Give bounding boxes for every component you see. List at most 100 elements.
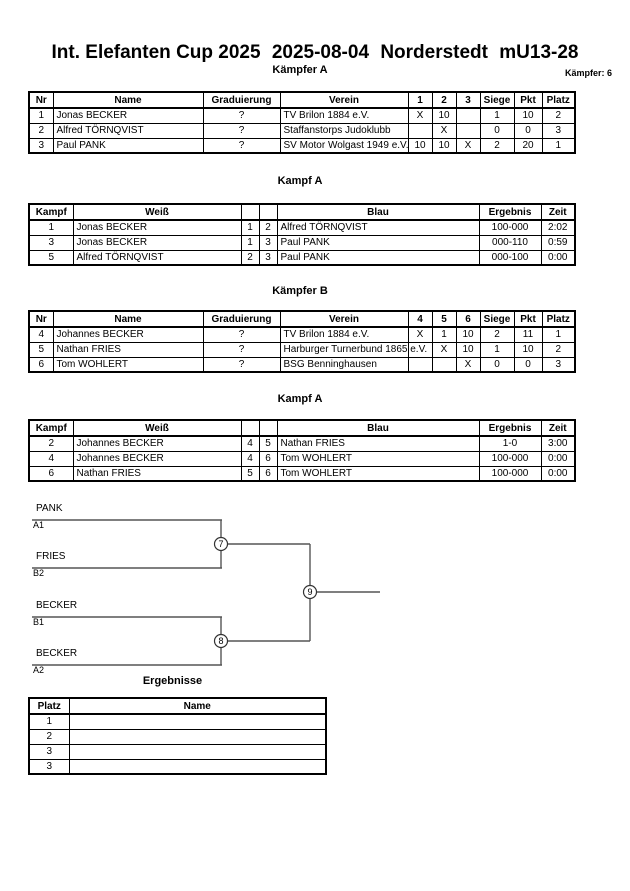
table-row: 2 Alfred TÖRNQVIST ? Staffanstorps Judok… xyxy=(28,122,576,139)
cell-siege: 2 xyxy=(479,137,515,154)
col-spacer-1 xyxy=(240,420,260,437)
cell-blau: Tom WOHLERT xyxy=(276,465,480,482)
col-verein: Verein xyxy=(279,92,409,109)
cell-ergebnis: 000-110 xyxy=(478,234,542,251)
col-spacer-1 xyxy=(240,204,260,221)
cell-platz: 3 xyxy=(541,356,576,373)
cell-pkt: 10 xyxy=(513,107,543,124)
table-row: 2 xyxy=(28,728,327,745)
cell-siege: 0 xyxy=(479,122,515,139)
cell-name xyxy=(68,728,327,745)
col-nr: Nr xyxy=(28,92,54,109)
cell-weiss-nr: 4 xyxy=(240,435,260,452)
results-header-row: Platz Name xyxy=(28,698,327,715)
col-name: Name xyxy=(52,311,204,328)
cell-match-6: 10 xyxy=(455,326,481,343)
cell-weiss: Johannes BECKER xyxy=(72,435,242,452)
bracket-slot-seed-2: B2 xyxy=(33,568,45,578)
bracket-slot-name-3: BECKER xyxy=(36,600,78,611)
cell-platz: 1 xyxy=(541,326,576,343)
col-match-3: 3 xyxy=(455,92,481,109)
cell-match-3: X xyxy=(455,137,481,154)
cell-verein: TV Brilon 1884 e.V. xyxy=(279,326,409,343)
cell-siege: 0 xyxy=(479,356,515,373)
cell-kampf: 2 xyxy=(28,435,74,452)
cell-name xyxy=(68,743,327,760)
col-match-4: 4 xyxy=(407,311,433,328)
cell-match-1: X xyxy=(407,107,433,124)
cell-platz: 2 xyxy=(541,341,576,358)
bracket-slot-seed-3: B1 xyxy=(33,617,45,627)
col-blau: Blau xyxy=(276,420,480,437)
event-name: Int. Elefanten Cup 2025 xyxy=(51,42,261,63)
cell-blau: Alfred TÖRNQVIST xyxy=(276,219,480,236)
cell-match-5: X xyxy=(431,341,457,358)
pool-a-table: Nr Name Graduierung Verein 1 2 3 Siege P… xyxy=(28,91,576,154)
cell-pkt: 11 xyxy=(513,326,543,343)
cell-blau-nr: 6 xyxy=(258,450,278,467)
cell-kampf: 1 xyxy=(28,219,74,236)
cell-ergebnis: 100-000 xyxy=(478,450,542,467)
cell-blau-nr: 3 xyxy=(258,249,278,266)
event-category: mU13-28 xyxy=(499,42,579,63)
cell-kampf: 3 xyxy=(28,234,74,251)
cell-weiss: Nathan FRIES xyxy=(72,465,242,482)
bracket-node-8: 8 xyxy=(218,636,224,646)
col-spacer-2 xyxy=(258,420,278,437)
pool-b-header-row: Nr Name Graduierung Verein 4 5 6 Siege P… xyxy=(28,311,576,328)
col-ergebnis: Ergebnis xyxy=(478,420,542,437)
cell-pkt: 20 xyxy=(513,137,543,154)
col-kampf: Kampf xyxy=(28,204,74,221)
cell-ergebnis: 1-0 xyxy=(478,435,542,452)
cell-platz: 3 xyxy=(28,758,70,775)
cell-zeit: 0:00 xyxy=(540,249,576,266)
cell-match-2: 10 xyxy=(431,137,457,154)
cell-weiss: Johannes BECKER xyxy=(72,450,242,467)
cell-zeit: 3:00 xyxy=(540,435,576,452)
pool-b-table: Nr Name Graduierung Verein 4 5 6 Siege P… xyxy=(28,310,576,373)
bracket-slot-name-4: BECKER xyxy=(36,648,78,659)
pool-b-caption: Kämpfer B xyxy=(272,285,328,297)
cell-weiss-nr: 2 xyxy=(240,249,260,266)
bracket-slot-seed-4: A2 xyxy=(33,665,45,675)
cell-nr: 2 xyxy=(28,122,54,139)
kampf-a1-table: Kampf Weiß Blau Ergebnis Zeit 1 Jonas BE… xyxy=(28,203,576,266)
table-row: 6 Tom WOHLERT ? BSG Benninghausen X 0 0 … xyxy=(28,356,576,373)
cell-zeit: 2:02 xyxy=(540,219,576,236)
table-row: 3 xyxy=(28,758,327,775)
cell-match-6: 10 xyxy=(455,341,481,358)
cell-weiss-nr: 1 xyxy=(240,234,260,251)
cell-nr: 5 xyxy=(28,341,54,358)
col-platz: Platz xyxy=(541,311,576,328)
cell-platz: 3 xyxy=(541,122,576,139)
cell-blau-nr: 3 xyxy=(258,234,278,251)
col-match-2: 2 xyxy=(431,92,457,109)
col-name: Name xyxy=(68,698,327,715)
cell-pkt: 10 xyxy=(513,341,543,358)
cell-blau-nr: 6 xyxy=(258,465,278,482)
cell-kampf: 4 xyxy=(28,450,74,467)
pool-a-caption: Kämpfer A xyxy=(272,64,328,76)
col-zeit: Zeit xyxy=(540,204,576,221)
cell-kampf: 5 xyxy=(28,249,74,266)
cell-match-3 xyxy=(455,122,481,139)
cell-platz: 3 xyxy=(28,743,70,760)
col-kampf: Kampf xyxy=(28,420,74,437)
table-row: 6 Nathan FRIES 5 6 Tom WOHLERT 100-000 0… xyxy=(28,465,576,482)
table-row: 4 Johannes BECKER ? TV Brilon 1884 e.V. … xyxy=(28,326,576,343)
cell-name xyxy=(68,713,327,730)
cell-weiss-nr: 1 xyxy=(240,219,260,236)
results-caption: Ergebnisse xyxy=(142,675,203,687)
bracket-node-9: 9 xyxy=(307,587,313,597)
table-row: 2 Johannes BECKER 4 5 Nathan FRIES 1-0 3… xyxy=(28,435,576,452)
col-name: Name xyxy=(52,92,204,109)
cell-blau-nr: 5 xyxy=(258,435,278,452)
cell-match-4 xyxy=(407,356,433,373)
cell-blau: Nathan FRIES xyxy=(276,435,480,452)
col-ergebnis: Ergebnis xyxy=(478,204,542,221)
cell-blau: Paul PANK xyxy=(276,234,480,251)
cell-graduierung: ? xyxy=(202,356,281,373)
cell-platz: 1 xyxy=(541,137,576,154)
cell-graduierung: ? xyxy=(202,107,281,124)
col-graduierung: Graduierung xyxy=(202,311,281,328)
